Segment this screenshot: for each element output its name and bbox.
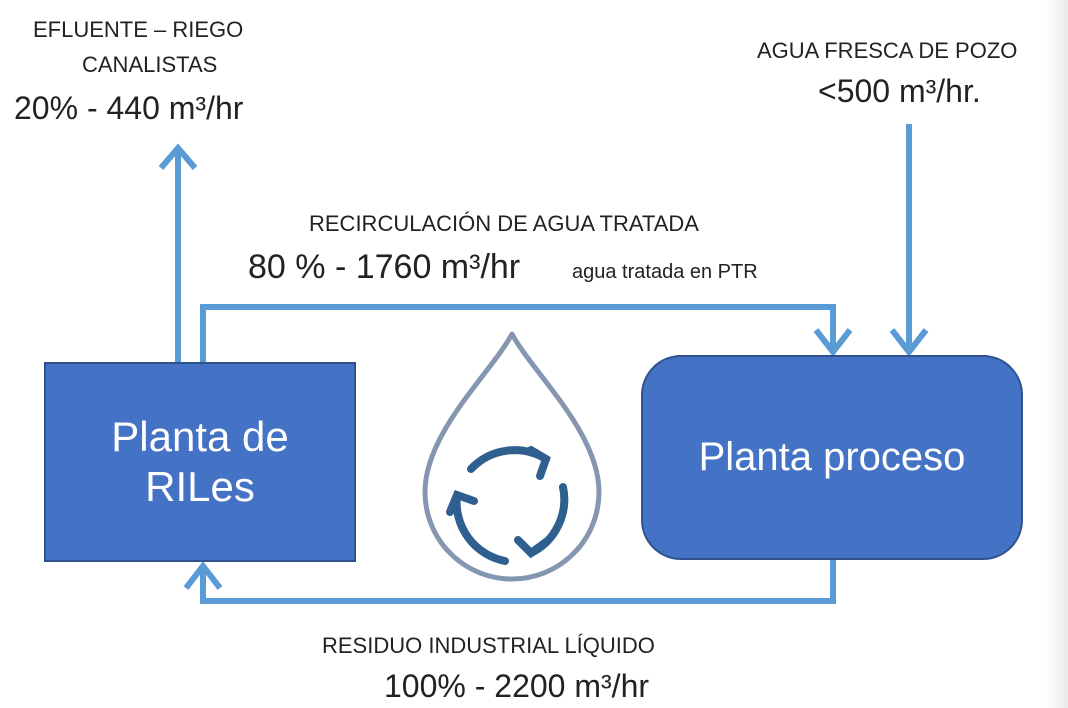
fresh-water-value: <500 m³/hr.: [818, 73, 981, 109]
effluent-value: 20% - 440 m³/hr: [14, 90, 244, 126]
process-plant-label: Planta proceso: [698, 435, 966, 479]
riles-plant-box: Planta de RILes: [44, 362, 356, 562]
riles-plant-label-line1: Planta de: [111, 412, 289, 460]
right-edge-shadow: [1046, 0, 1068, 708]
recirculation-label: RECIRCULACIÓN DE AGUA TRATADA: [309, 211, 699, 236]
residue-arrow: [183, 560, 836, 604]
residue-value: 100% - 2200 m³/hr: [384, 668, 650, 704]
effluent-arrow: [158, 143, 198, 362]
process-plant-box: Planta proceso: [641, 355, 1023, 560]
recirculation-arrow: [200, 304, 853, 362]
fresh-water-label: AGUA FRESCA DE POZO: [757, 38, 1018, 63]
recycle-cycle-icon: [446, 446, 569, 565]
residue-label: RESIDUO INDUSTRIAL LÍQUIDO: [322, 633, 655, 658]
riles-plant-label-line2: RILes: [145, 463, 255, 510]
effluent-label-line1: EFLUENTE – RIEGO: [33, 17, 244, 42]
effluent-label-line2: CANALISTAS: [82, 52, 218, 77]
recirculation-value: 80 % - 1760 m³/hr: [248, 248, 521, 286]
fresh-water-arrow: [889, 124, 929, 357]
recirculation-note: agua tratada en PTR: [572, 261, 758, 283]
water-drop-icon: [422, 331, 602, 582]
